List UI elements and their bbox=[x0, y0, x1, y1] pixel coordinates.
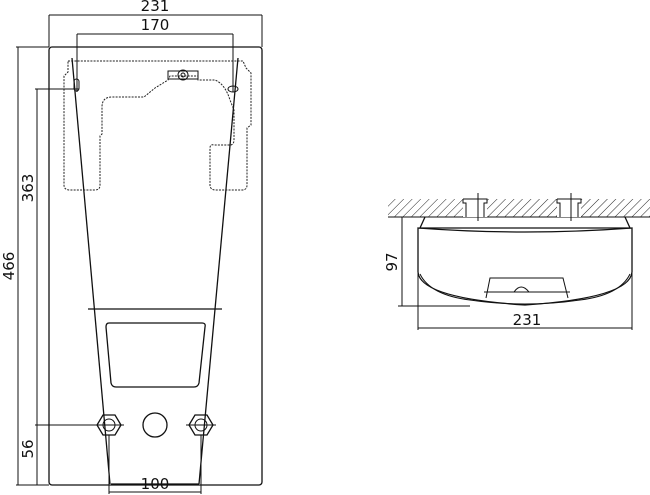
dim-hole-height: 363 bbox=[19, 88, 79, 485]
dim-hole-spacing: 170 bbox=[76, 16, 234, 92]
dim-overall-width: 231 bbox=[48, 0, 263, 47]
dim-connection-height: 56 bbox=[19, 424, 98, 459]
dim-label-97: 97 bbox=[383, 252, 401, 271]
dim-depth: 97 bbox=[383, 217, 470, 307]
front-view: 231 170 466 363 56 bbox=[0, 0, 263, 494]
internal-component-outline bbox=[63, 60, 252, 191]
side-sensor bbox=[513, 286, 530, 293]
dim-label-231: 231 bbox=[141, 0, 170, 15]
dim-connection-spacing: 100 bbox=[108, 435, 202, 494]
side-view: 97 231 bbox=[383, 193, 650, 330]
panel-left-edge bbox=[71, 57, 111, 485]
housing-outline bbox=[48, 46, 263, 486]
dim-label-170: 170 bbox=[141, 16, 170, 34]
dim-side-width: 231 bbox=[417, 228, 633, 330]
dim-label-466: 466 bbox=[0, 252, 18, 281]
center-port bbox=[142, 412, 168, 438]
mount-bolt-right bbox=[556, 193, 582, 221]
side-housing bbox=[417, 227, 633, 306]
side-top-bracket bbox=[418, 216, 632, 229]
side-lower-curve bbox=[419, 273, 631, 305]
dim-label-363: 363 bbox=[19, 174, 37, 203]
wall-hatch bbox=[388, 199, 650, 217]
dim-label-56: 56 bbox=[19, 439, 37, 458]
side-display-recess bbox=[485, 277, 569, 299]
mount-bolt-left bbox=[462, 193, 488, 221]
dim-overall-height: 466 bbox=[0, 46, 49, 486]
dim-label-100: 100 bbox=[141, 475, 170, 493]
display-window bbox=[105, 322, 206, 388]
panel-right-edge bbox=[198, 57, 239, 485]
dim-label-side-231: 231 bbox=[513, 311, 542, 329]
bracket-nut bbox=[167, 69, 199, 81]
